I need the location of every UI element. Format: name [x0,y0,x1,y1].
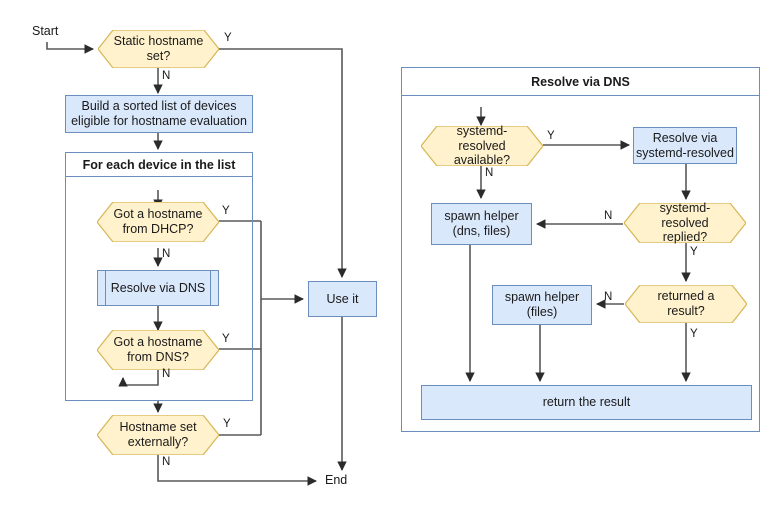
start-label: Start [32,24,59,38]
edge-label-returned-result-n: N [604,291,613,303]
subroutine-resolve-via-dns[interactable]: Resolve via DNS [97,270,219,306]
line1: systemd-resolved [659,200,711,230]
decision-systemd-resolved-available-label: systemd-resolved available? [421,124,543,168]
line2: replied? [662,230,708,245]
hexagon-shape [97,202,219,242]
decision-systemd-resolved-replied-label: systemd-resolved replied? [624,201,746,245]
line1: systemd-resolved [456,123,508,153]
edge-label-resolved-available-n: N [485,167,494,179]
process-build-sorted-list[interactable]: Build a sorted list of devices eligible … [65,95,253,133]
edge-label-dhcp-n: N [162,248,171,260]
edge-label-resolved-available-y: Y [547,130,555,142]
decision-returned-a-result[interactable]: returned a result? [625,285,747,323]
process-return-the-result-label: return the result [542,395,631,410]
decision-returned-a-result-label: returned a result? [657,289,715,318]
decision-got-hostname-from-dhcp[interactable]: Got a hostname from DHCP? [97,202,219,242]
process-build-sorted-list-line2: eligible for hostname evaluation [71,114,247,128]
line2: systemd-resolved [636,145,734,160]
line1: Got a hostname [113,335,203,350]
process-spawn-helper-files[interactable]: spawn helper (files) [492,285,592,325]
end-label: End [325,473,348,487]
process-spawn-helper-dns-files[interactable]: spawn helper (dns, files) [431,203,532,245]
edge-label-static-n: N [162,70,171,82]
edge-label-external-n: N [162,456,171,468]
hexagon-shape [97,415,219,455]
process-resolve-via-systemd-resolved[interactable]: Resolve via systemd-resolved [633,127,737,164]
hexagon-shape [625,285,747,323]
line1: Resolve via [652,130,718,145]
hexagon-shape [624,203,746,243]
edge-label-dns-y: Y [222,333,230,345]
edge-label-resolved-replied-n: N [604,210,613,222]
decision-systemd-resolved-available[interactable]: systemd-resolved available? [421,124,543,168]
edge-label-external-y: Y [223,418,231,430]
process-use-it[interactable]: Use it [308,281,377,317]
line1: spawn helper [444,209,519,224]
decision-got-hostname-from-dns[interactable]: Got a hostname from DNS? [97,330,219,370]
edge-label-dns-n: N [162,368,171,380]
line1: Got a hostname [113,207,203,222]
decision-hostname-set-externally[interactable]: Hostname set externally? [97,415,219,455]
edge-label-dhcp-y: Y [222,205,230,217]
process-use-it-label: Use it [326,291,359,306]
line2: from DNS? [127,350,189,364]
decision-static-hostname-set[interactable]: Static hostname set? [98,30,219,68]
decision-static-hostname-set-label: Static hostname set? [98,34,219,64]
edge-label-resolved-replied-y: Y [690,246,698,258]
line2: (dns, files) [452,224,511,238]
decision-hostname-set-externally-label: Hostname set externally? [97,420,219,450]
hexagon-shape [421,126,543,166]
decision-systemd-resolved-replied[interactable]: systemd-resolved replied? [624,201,746,245]
process-return-the-result[interactable]: return the result [421,385,752,420]
hexagon-shape [97,330,219,370]
process-build-sorted-list-line1: Build a sorted list of devices [81,99,237,114]
line2: (files) [526,305,558,319]
edge-label-returned-result-y: Y [690,328,698,340]
line2: set? [146,49,171,63]
loop-container-header: For each device in the list [65,152,253,177]
hexagon-shape [98,30,219,68]
subroutine-resolve-via-dns-label: Resolve via DNS [110,280,206,295]
line1: spawn helper [504,290,580,305]
line2: externally? [127,435,189,449]
line1: Hostname set [119,420,197,435]
line2: from DHCP? [122,222,194,236]
dns-panel-header: Resolve via DNS [401,67,760,96]
line1: Static hostname [113,34,204,49]
edge-label-static-y: Y [224,32,232,44]
line2: available? [453,153,511,168]
decision-got-hostname-from-dhcp-label: Got a hostname from DHCP? [97,207,219,237]
dns-panel-container [401,67,760,432]
decision-got-hostname-from-dns-label: Got a hostname from DNS? [97,335,219,365]
